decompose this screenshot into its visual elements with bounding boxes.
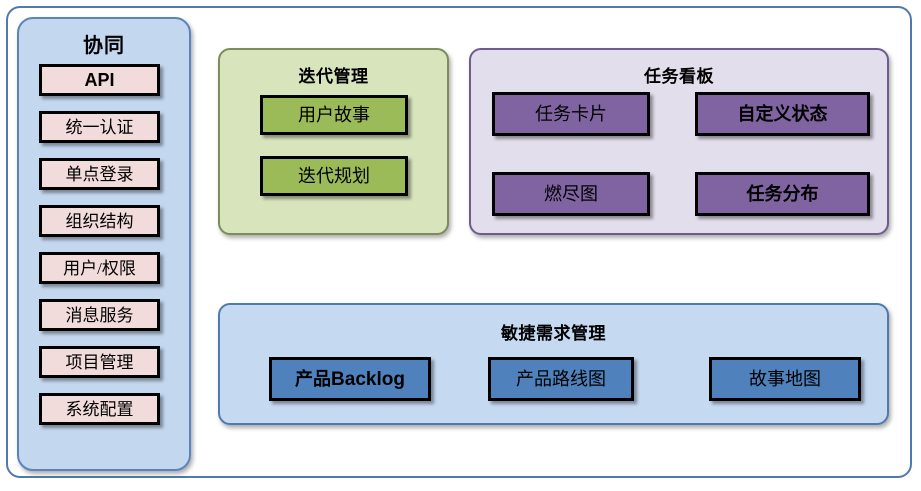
node-label: 产品路线图 — [516, 369, 606, 389]
node-user-story[interactable]: 用户故事 — [260, 95, 408, 135]
sidebar-item-label: 统一认证 — [65, 117, 134, 137]
sidebar-item-api[interactable]: API — [39, 64, 160, 96]
node-story-map[interactable]: 故事地图 — [709, 357, 861, 401]
sidebar-item-unified-auth[interactable]: 统一认证 — [39, 111, 160, 143]
node-burndown-chart[interactable]: 燃尽图 — [492, 172, 650, 216]
node-label: 产品 — [295, 369, 332, 389]
node-label: 迭代规划 — [298, 166, 370, 186]
sidebar-item-label: API — [84, 70, 115, 90]
sidebar-item-system-config[interactable]: 系统配置 — [39, 393, 160, 425]
sidebar-item-user-permission[interactable]: 用户/权限 — [39, 252, 160, 284]
node-label-latin: Backlog — [331, 368, 405, 390]
node-label: 任务分布 — [746, 184, 819, 204]
sidebar-item-message-service[interactable]: 消息服务 — [39, 299, 160, 331]
sidebar-item-label: 系统配置 — [65, 399, 134, 419]
node-iteration-planning[interactable]: 迭代规划 — [260, 156, 408, 196]
panel-title-iteration-management: 迭代管理 — [298, 67, 369, 86]
node-task-card[interactable]: 任务卡片 — [492, 92, 650, 136]
sidebar-panel-collaboration: 协同 API 统一认证 单点登录 组织结构 用户/权限 消息服务 项目管理 系统… — [17, 17, 191, 471]
node-label: 自定义状态 — [737, 104, 828, 124]
sidebar-item-label: 消息服务 — [65, 305, 134, 325]
sidebar-item-label: 用户/权限 — [63, 258, 136, 278]
node-product-roadmap[interactable]: 产品路线图 — [488, 357, 634, 401]
sidebar-title: 协同 — [83, 35, 125, 57]
node-custom-status[interactable]: 自定义状态 — [695, 92, 870, 136]
panel-iteration-management: 迭代管理 用户故事 迭代规划 — [218, 48, 449, 235]
panel-title-agile-requirements: 敏捷需求管理 — [501, 324, 606, 343]
sidebar-item-label: 项目管理 — [65, 352, 134, 372]
node-label: 任务卡片 — [535, 104, 607, 124]
node-label: 用户故事 — [298, 105, 370, 125]
sidebar-item-org-structure[interactable]: 组织结构 — [39, 205, 160, 237]
panel-title-task-board: 任务看板 — [644, 67, 714, 86]
sidebar-item-single-sign-on[interactable]: 单点登录 — [39, 158, 160, 190]
sidebar-item-label: 组织结构 — [65, 211, 134, 231]
node-label: 故事地图 — [749, 369, 821, 389]
node-label: 燃尽图 — [544, 184, 598, 204]
sidebar-item-project-management[interactable]: 项目管理 — [39, 346, 160, 378]
sidebar-item-label: 单点登录 — [65, 164, 134, 184]
node-task-distribution[interactable]: 任务分布 — [695, 172, 870, 216]
panel-task-board: 任务看板 任务卡片 自定义状态 燃尽图 任务分布 — [469, 48, 889, 235]
